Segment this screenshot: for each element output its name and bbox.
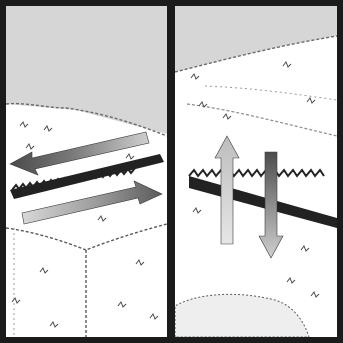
horizontal-cut-scene [6,6,167,337]
panel-divider [167,0,175,343]
vertical-cut-scene [175,6,337,337]
panel-horizontal-cut [6,6,167,337]
panel-vertical-cut [175,6,337,337]
